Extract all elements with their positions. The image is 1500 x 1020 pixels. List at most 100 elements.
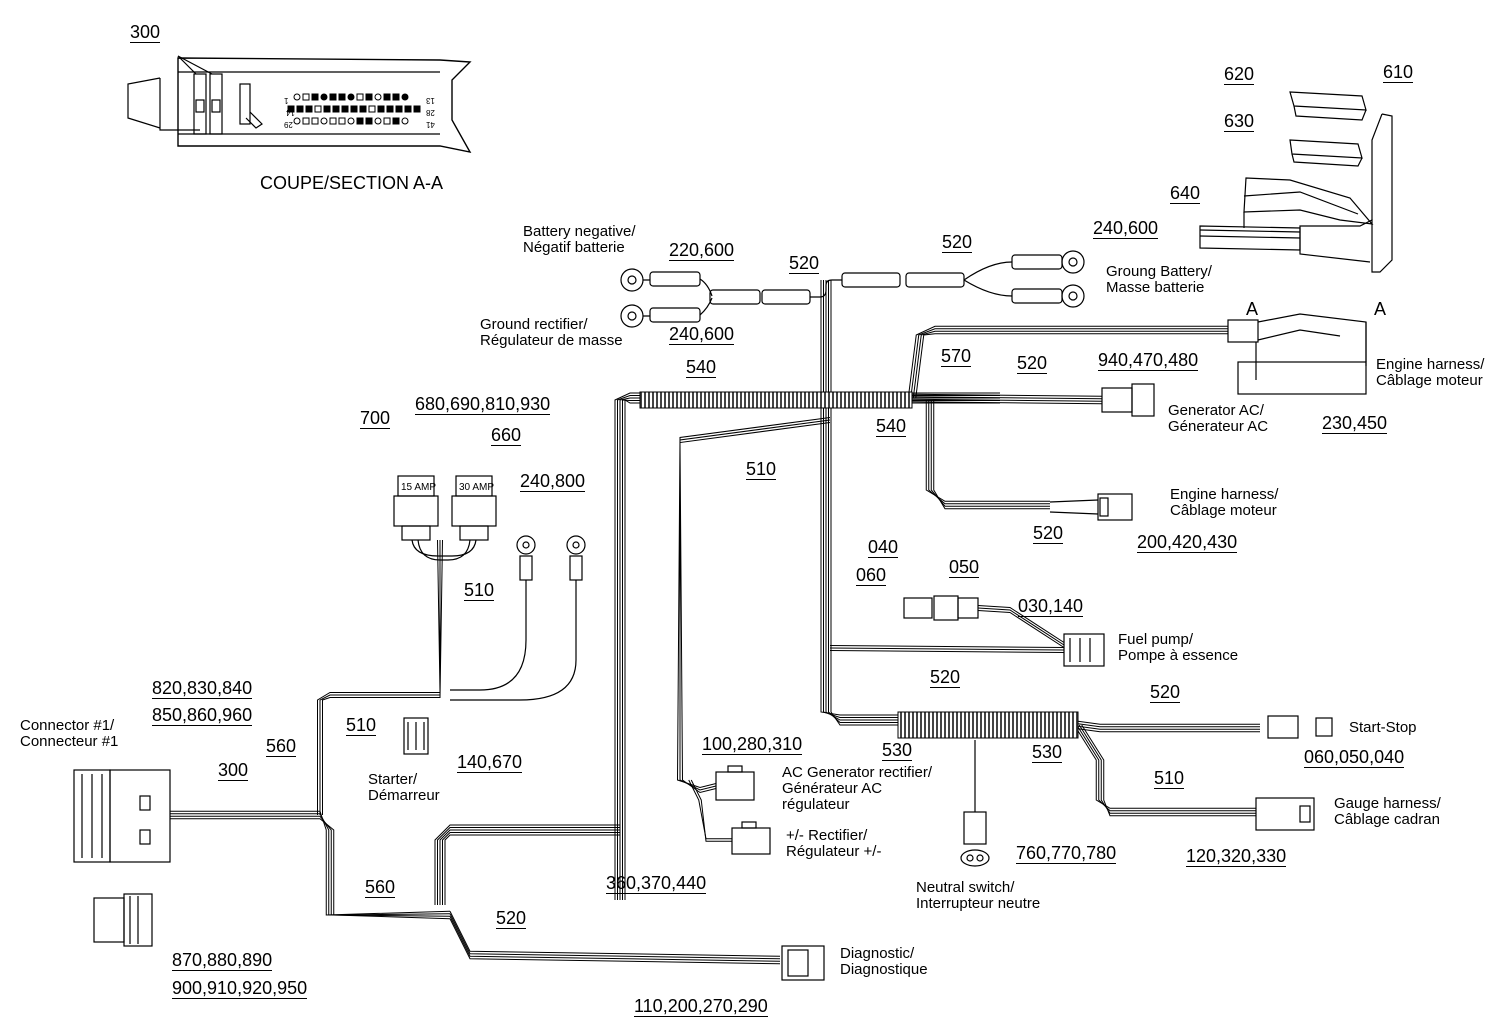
pin-cavity bbox=[323, 105, 331, 113]
wire bbox=[828, 280, 900, 723]
reference-number: 240,800 bbox=[520, 471, 586, 492]
fuel-plug-connector bbox=[903, 595, 979, 621]
reference-number: 620 bbox=[1224, 64, 1255, 85]
wire bbox=[829, 650, 1065, 653]
pin-cavity bbox=[368, 105, 376, 113]
pin-cavity bbox=[347, 93, 355, 101]
pin-cavity bbox=[320, 117, 328, 125]
pin-cavity bbox=[347, 117, 355, 125]
wire bbox=[690, 779, 732, 842]
reference-number: 820,830,840 bbox=[152, 678, 253, 699]
reference-number: 240,600 bbox=[1093, 218, 1159, 239]
pin-cavity bbox=[296, 105, 304, 113]
pin-cavity bbox=[413, 105, 421, 113]
reference-number: 520 bbox=[1017, 353, 1048, 374]
connector-1-body bbox=[73, 769, 171, 863]
pin-cavity bbox=[329, 117, 337, 125]
reference-number: 300 bbox=[218, 760, 249, 781]
wire bbox=[442, 832, 620, 905]
pin-cavity bbox=[302, 117, 310, 125]
pin-cavity bbox=[311, 93, 319, 101]
pin-cavity bbox=[320, 93, 328, 101]
reference-number: 510 bbox=[346, 715, 377, 736]
pin-cavity bbox=[356, 93, 364, 101]
hatched-wrap-540 bbox=[639, 391, 1079, 739]
pin-cavity bbox=[365, 117, 373, 125]
starter-connector bbox=[403, 717, 429, 755]
wire bbox=[449, 913, 781, 960]
reference-number: 240,600 bbox=[669, 324, 735, 345]
rectifier-plus-minus-label: +/- Rectifier/ bbox=[786, 827, 868, 844]
rectifier-plus-minus-label: Régulateur +/- bbox=[786, 843, 882, 860]
reference-number: 630 bbox=[1224, 111, 1255, 132]
connector-620 bbox=[1289, 91, 1367, 121]
pin-number: 41 bbox=[426, 120, 435, 129]
wire bbox=[911, 396, 1103, 400]
reference-number: 870,880,890 bbox=[172, 950, 273, 971]
wire bbox=[688, 779, 732, 840]
reference-number: 530 bbox=[1032, 742, 1063, 763]
wire bbox=[322, 539, 443, 815]
wire bbox=[676, 417, 831, 789]
ground-battery-label: Masse batterie bbox=[1106, 279, 1205, 296]
wire bbox=[449, 911, 781, 957]
wire bbox=[1073, 724, 1256, 809]
neutral-switch-label: Interrupteur neutre bbox=[916, 895, 1041, 912]
gauge-harness-connector bbox=[1255, 797, 1315, 831]
fuel-pump-label: Pompe à essence bbox=[1118, 647, 1239, 664]
harness-wires bbox=[170, 280, 1260, 965]
reference-number: 540 bbox=[686, 357, 717, 378]
engine-harness-mid-label: Engine harness/ bbox=[1170, 486, 1279, 503]
pin-cavity bbox=[356, 117, 364, 125]
wire bbox=[1077, 723, 1260, 728]
reference-number: 510 bbox=[746, 459, 777, 480]
engine-harness-mid-label: Câblage moteur bbox=[1170, 502, 1277, 519]
reference-number: 680,690,810,930 bbox=[415, 394, 551, 415]
wire bbox=[439, 829, 620, 905]
wire bbox=[977, 607, 1065, 646]
pin-cavity bbox=[386, 105, 394, 113]
reference-number: 520 bbox=[496, 908, 527, 929]
ac-generator-rectifier-label: Générateur AC bbox=[782, 780, 883, 797]
reference-number: 510 bbox=[464, 580, 495, 601]
reference-number: 230,450 bbox=[1322, 413, 1388, 434]
reference-number: 640 bbox=[1170, 183, 1201, 204]
wire bbox=[437, 827, 620, 905]
reference-number: 700 bbox=[360, 408, 391, 429]
generator-ac-label: Génerateur AC bbox=[1168, 418, 1269, 435]
wire bbox=[911, 398, 1103, 402]
wire bbox=[907, 325, 1228, 399]
reference-number: 040 bbox=[868, 537, 899, 558]
ground-rectifier-label: Régulateur de masse bbox=[480, 332, 623, 349]
battery-terminals bbox=[620, 250, 1085, 328]
pin-cavity bbox=[395, 105, 403, 113]
wire bbox=[170, 815, 451, 917]
battery-negative-label: Négatif batterie bbox=[523, 239, 625, 256]
reference-number: 510 bbox=[1154, 768, 1185, 789]
section-detail bbox=[127, 55, 472, 153]
wire bbox=[317, 539, 441, 815]
pin-cavity bbox=[338, 117, 346, 125]
diagnostic-label: Diagnostic/ bbox=[840, 945, 915, 962]
gauge-harness-label: Câblage cadran bbox=[1334, 811, 1440, 828]
pin-cavity bbox=[341, 105, 349, 113]
wire bbox=[823, 280, 900, 718]
engine-harness-top-label: Câblage moteur bbox=[1376, 372, 1483, 389]
wire bbox=[915, 333, 1228, 399]
wire bbox=[170, 813, 451, 916]
connector-630 bbox=[1289, 139, 1363, 167]
reference-number: 300 bbox=[130, 22, 161, 43]
pin-cavity bbox=[314, 105, 322, 113]
starter-label: Démarreur bbox=[368, 787, 440, 804]
ac-generator-rectifier-label: régulateur bbox=[782, 796, 850, 813]
reference-number: 540 bbox=[876, 416, 907, 437]
pin-cavity bbox=[287, 105, 295, 113]
wire bbox=[434, 824, 620, 905]
wire bbox=[170, 818, 451, 920]
wire bbox=[1077, 728, 1260, 733]
wire bbox=[820, 280, 900, 716]
wire bbox=[911, 401, 1103, 405]
start-stop-connector bbox=[1267, 715, 1333, 739]
diagnostic-label: Diagnostique bbox=[840, 961, 928, 978]
